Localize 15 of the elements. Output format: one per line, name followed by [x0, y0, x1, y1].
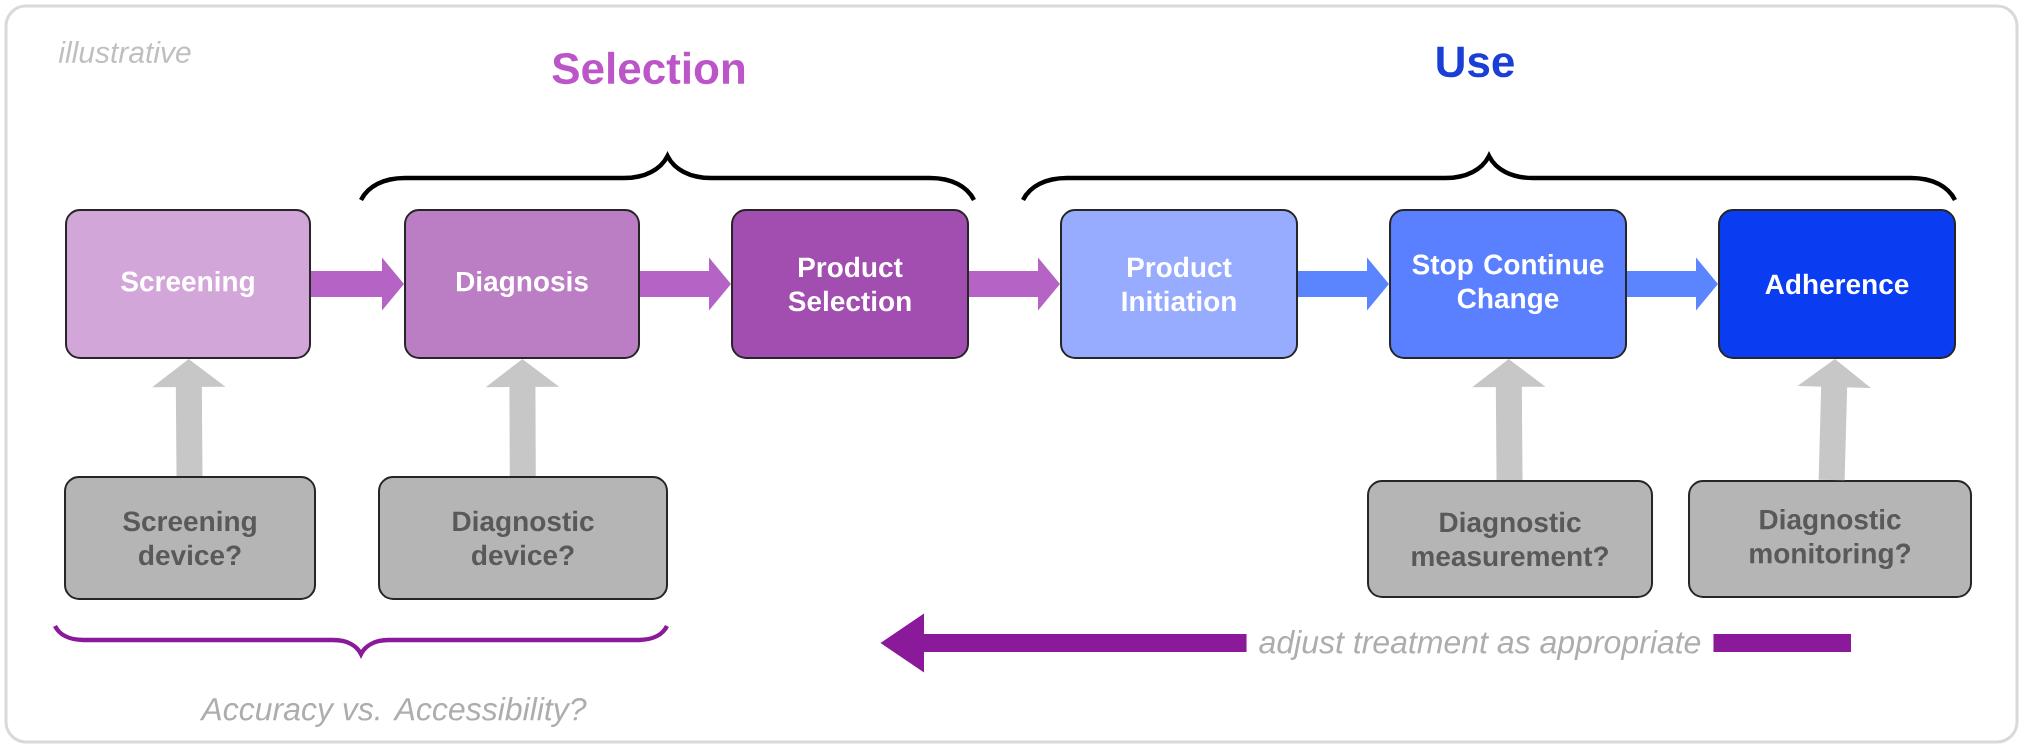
arrow-label: adjust treatment as appropriate [1246, 623, 1714, 667]
process-box: Diagnostic device? [378, 476, 668, 600]
caption-text: Accuracy vs. Accessibility? [199, 697, 587, 727]
process-box: Screening [65, 209, 311, 359]
note-text: illustrative [58, 41, 191, 63]
process-box: Screening device? [64, 476, 316, 600]
process-box: Product Initiation [1060, 209, 1298, 359]
phase-heading: Selection [552, 51, 745, 85]
process-box: Product Selection [731, 209, 969, 359]
process-box: Diagnostic measurement? [1367, 480, 1653, 598]
process-box: Diagnosis [404, 209, 640, 359]
process-box: Diagnostic monitoring? [1688, 480, 1972, 598]
process-box: Adherence [1718, 209, 1956, 359]
process-box: Stop Continue Change [1389, 209, 1627, 359]
phase-heading: Use [1437, 46, 1514, 78]
